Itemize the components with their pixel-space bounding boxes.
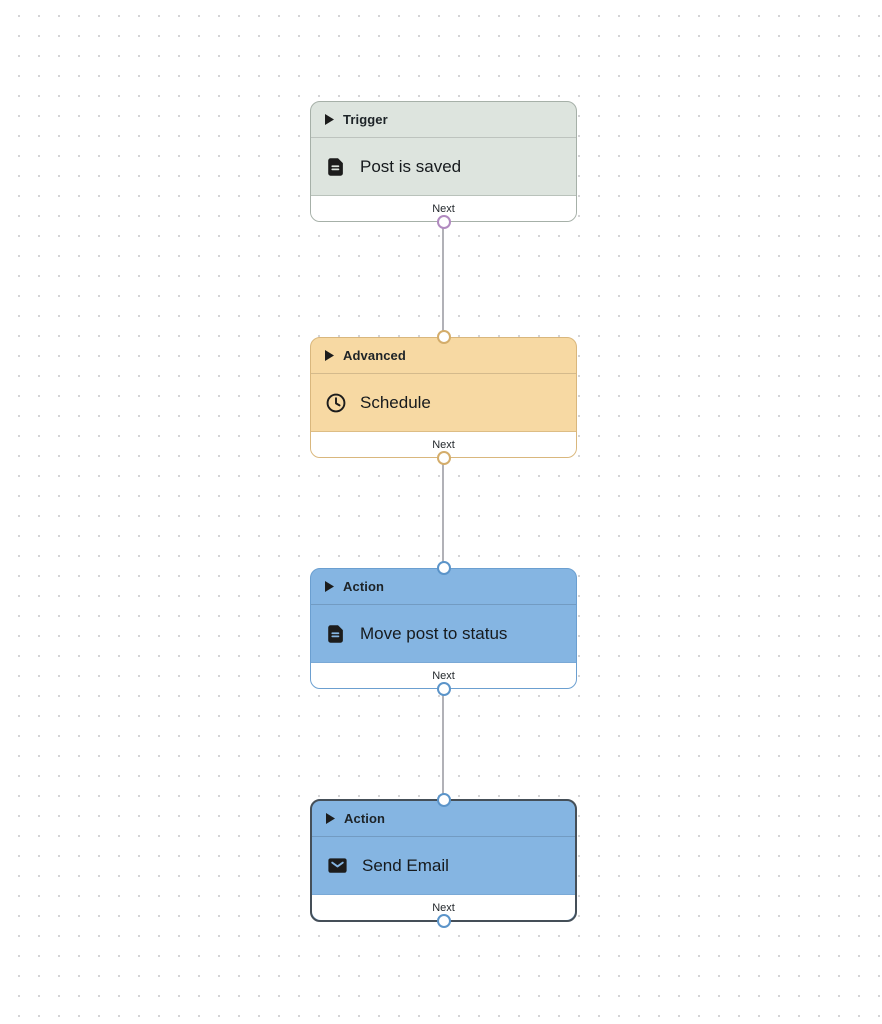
next-output-label: Next xyxy=(432,901,455,914)
input-handle[interactable] xyxy=(436,330,451,344)
edge-connector[interactable] xyxy=(442,458,444,568)
node-header[interactable]: Action xyxy=(311,569,576,605)
email-icon xyxy=(326,854,349,877)
node-category-label: Action xyxy=(344,811,386,826)
post-icon xyxy=(325,623,347,645)
clock-icon xyxy=(325,392,347,414)
node-body[interactable]: Send Email xyxy=(312,837,575,894)
workflow-node-advanced[interactable]: Advanced Schedule Next xyxy=(310,330,577,465)
collapse-caret-icon[interactable] xyxy=(326,813,335,824)
collapse-caret-icon[interactable] xyxy=(325,114,334,125)
workflow-node-action-move-post[interactable]: Action Move post to status Next xyxy=(310,561,577,696)
node-body[interactable]: Move post to status xyxy=(311,605,576,662)
collapse-caret-icon[interactable] xyxy=(325,581,334,592)
post-icon xyxy=(325,156,347,178)
node-label: Post is saved xyxy=(360,156,462,176)
node-header[interactable]: Trigger xyxy=(311,102,576,138)
node-label: Schedule xyxy=(360,392,431,412)
output-handle[interactable] xyxy=(436,914,451,928)
node-label: Move post to status xyxy=(360,623,508,643)
node-category-label: Advanced xyxy=(343,348,406,363)
collapse-caret-icon[interactable] xyxy=(325,350,334,361)
node-footer: Next xyxy=(311,662,576,688)
workflow-node-trigger[interactable]: Trigger Post is saved Next xyxy=(310,101,577,229)
node-body[interactable]: Post is saved xyxy=(311,138,576,195)
node-label: Send Email xyxy=(362,855,449,875)
node-header[interactable]: Advanced xyxy=(311,338,576,374)
node-body[interactable]: Schedule xyxy=(311,374,576,431)
next-output-label: Next xyxy=(432,202,455,215)
output-handle[interactable] xyxy=(436,215,451,229)
input-handle[interactable] xyxy=(436,561,451,575)
edge-connector[interactable] xyxy=(442,222,444,337)
node-category-label: Trigger xyxy=(343,112,388,127)
output-handle[interactable] xyxy=(436,682,451,696)
next-output-label: Next xyxy=(432,669,455,682)
next-output-label: Next xyxy=(432,438,455,451)
edge-connector[interactable] xyxy=(442,689,444,799)
input-handle[interactable] xyxy=(436,793,451,807)
node-category-label: Action xyxy=(343,579,385,594)
workflow-node-action-send-email[interactable]: Action Send Email Next xyxy=(310,793,577,928)
output-handle[interactable] xyxy=(436,451,451,465)
node-header[interactable]: Action xyxy=(312,801,575,837)
